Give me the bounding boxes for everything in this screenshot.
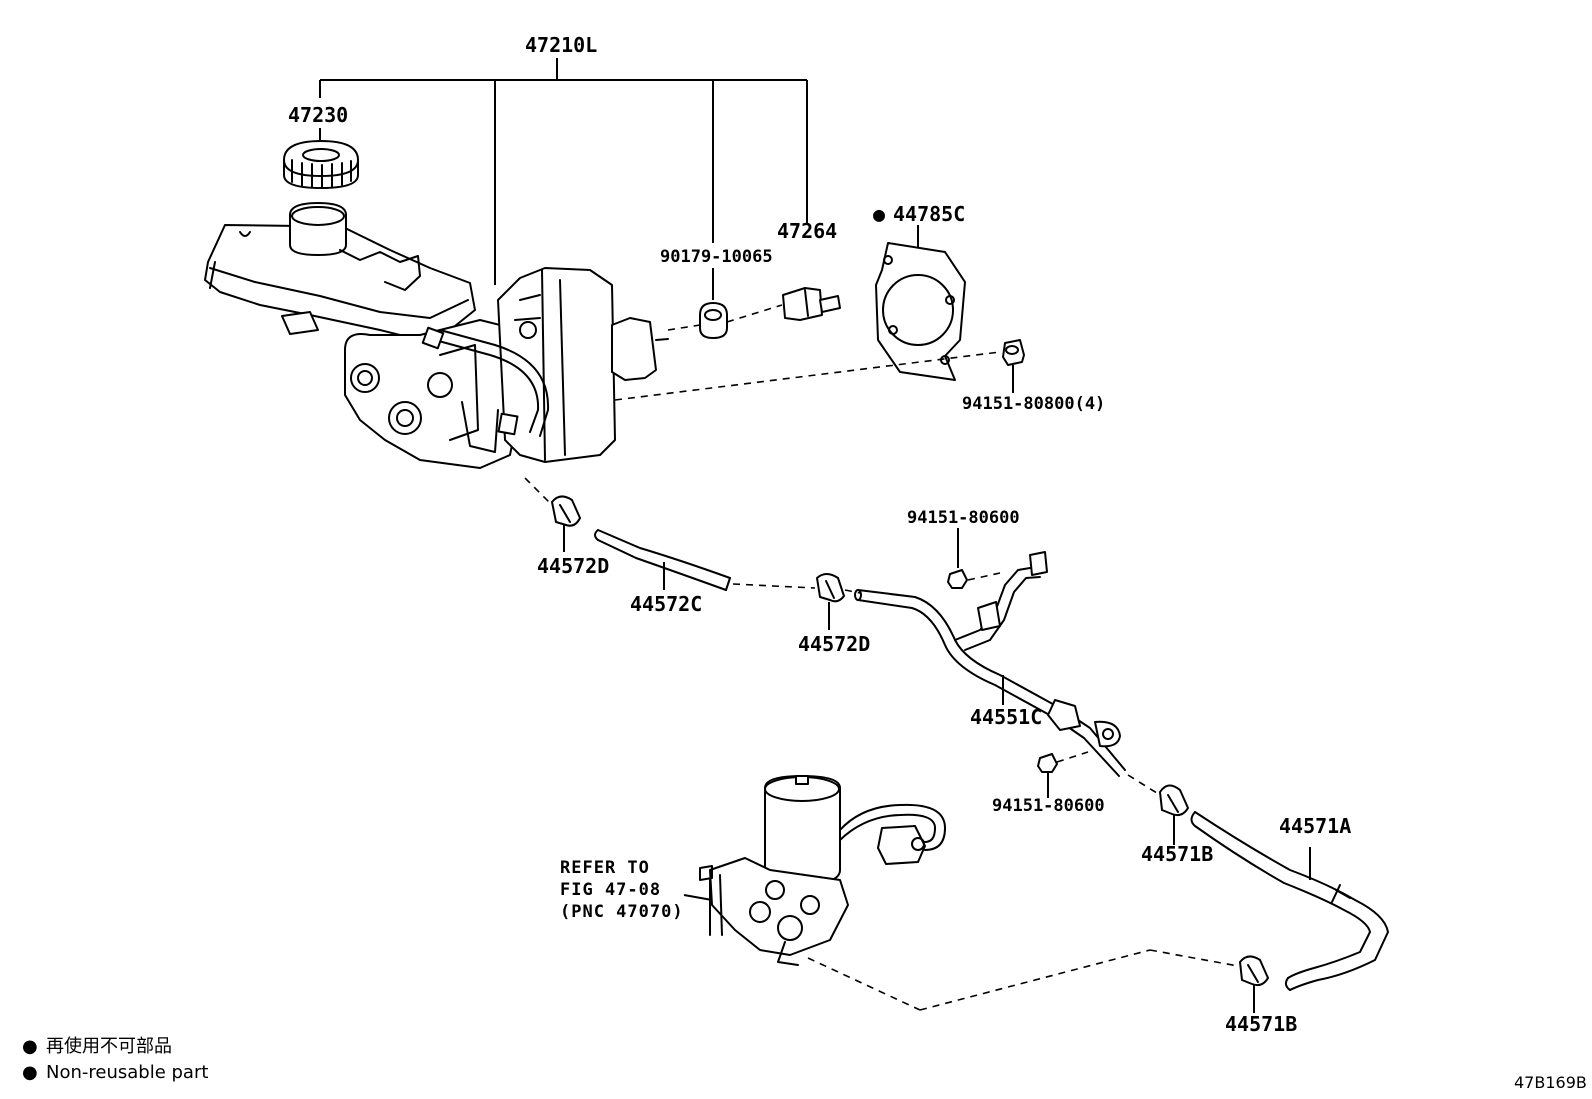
label-44785C: 44785C <box>893 202 965 226</box>
label-44551C: 44551C <box>970 705 1042 729</box>
master-cylinder-assembly-part <box>204 202 669 469</box>
label-94151-80600-lower: 94151-80600 <box>992 796 1105 816</box>
label-44572D-left: 44572D <box>537 554 609 578</box>
figure-id: 47B169B <box>1514 1073 1587 1092</box>
label-94151-80800: 94151-80800(4) <box>962 394 1105 414</box>
hose-clip-b-lower-part <box>1239 955 1269 1013</box>
hose-a-part <box>1190 811 1389 991</box>
label-44571A: 44571A <box>1279 814 1351 838</box>
label-94151-80600-upper: 94151-80600 <box>907 508 1020 528</box>
reference-note-line3: (PNC 47070) <box>560 902 684 922</box>
gasket-nonreusable-marker: ● <box>873 202 885 226</box>
label-47210L: 47210L <box>525 33 597 57</box>
label-90179-10065: 90179-10065 <box>660 247 773 267</box>
label-44571B-upper: 44571B <box>1141 842 1213 866</box>
legend-text-en: Non-reusable part <box>46 1062 208 1083</box>
label-44572D-mid: 44572D <box>798 632 870 656</box>
label-44571B-lower: 44571B <box>1225 1012 1297 1036</box>
pump-assembly-part <box>683 775 1239 1011</box>
reference-note-line1: REFER TO <box>560 858 650 878</box>
bracket-part <box>782 287 841 321</box>
legend-bullet-en: ● <box>22 1062 38 1083</box>
gasket-part <box>875 225 966 381</box>
hose-clip-left-part <box>524 477 581 552</box>
nut-lower-part <box>1037 751 1089 798</box>
label-47230: 47230 <box>288 103 348 127</box>
nut-upper-part <box>947 528 1001 589</box>
hose-clip-b-upper-part <box>1127 774 1189 845</box>
hose-clip-mid-part <box>816 573 861 630</box>
pipe-c-part <box>854 551 1126 777</box>
grommet-part <box>667 268 783 339</box>
reference-note-line2: FIG 47-08 <box>560 880 661 900</box>
master-assembly-leader <box>319 58 808 285</box>
label-47264: 47264 <box>777 219 837 243</box>
legend-bullet-jp: ● <box>22 1036 38 1057</box>
flange-nut-part <box>614 339 1025 401</box>
legend-text-jp: 再使用不可部品 <box>46 1036 172 1057</box>
reservoir-cap-part <box>283 128 359 189</box>
hose-c-part <box>594 529 816 591</box>
label-44572C: 44572C <box>630 592 702 616</box>
